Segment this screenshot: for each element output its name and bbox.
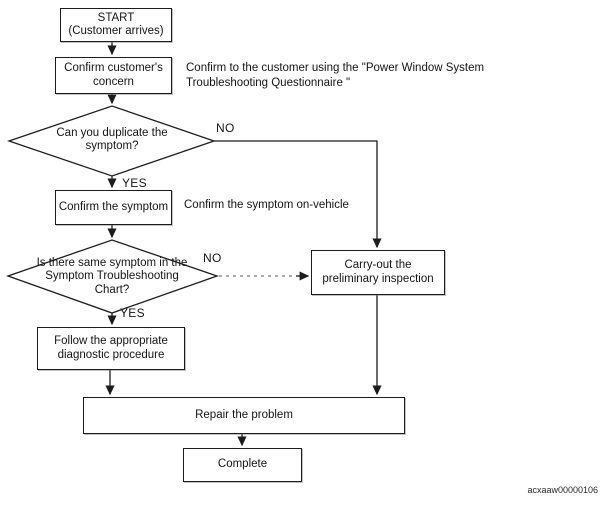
duplicate-symptom-label: Can you duplicate the symptom?: [56, 126, 168, 153]
start-node: START (Customer arrives): [60, 8, 172, 42]
figure-code: acxaaw00000106: [527, 485, 598, 495]
on-vehicle-note: Confirm the symptom on-vehicle: [184, 199, 349, 211]
duplicate-no-label: NO: [216, 121, 235, 135]
questionnaire-note: Confirm to the customer using the "Power…: [186, 62, 485, 89]
follow-procedure-node: Follow the appropriate diagnostic proced…: [37, 327, 185, 370]
same-symptom-diamond: [6, 239, 219, 314]
edge-diamond1-no: [214, 140, 382, 249]
duplicate-yes-label: YES: [122, 176, 147, 190]
carry-out-node: Carry-out the preliminary inspection: [311, 250, 445, 295]
same-yes-label: YES: [120, 306, 145, 320]
confirm-symptom-node: Confirm the symptom: [55, 190, 172, 225]
repair-node: Repair the problem: [83, 397, 405, 434]
confirm-concern-node: Confirm customer's concern: [55, 57, 172, 94]
same-no-label: NO: [203, 251, 222, 265]
same-symptom-label: Is there same symptom in the Symptom Tro…: [36, 256, 188, 296]
complete-node: Complete: [183, 448, 302, 482]
